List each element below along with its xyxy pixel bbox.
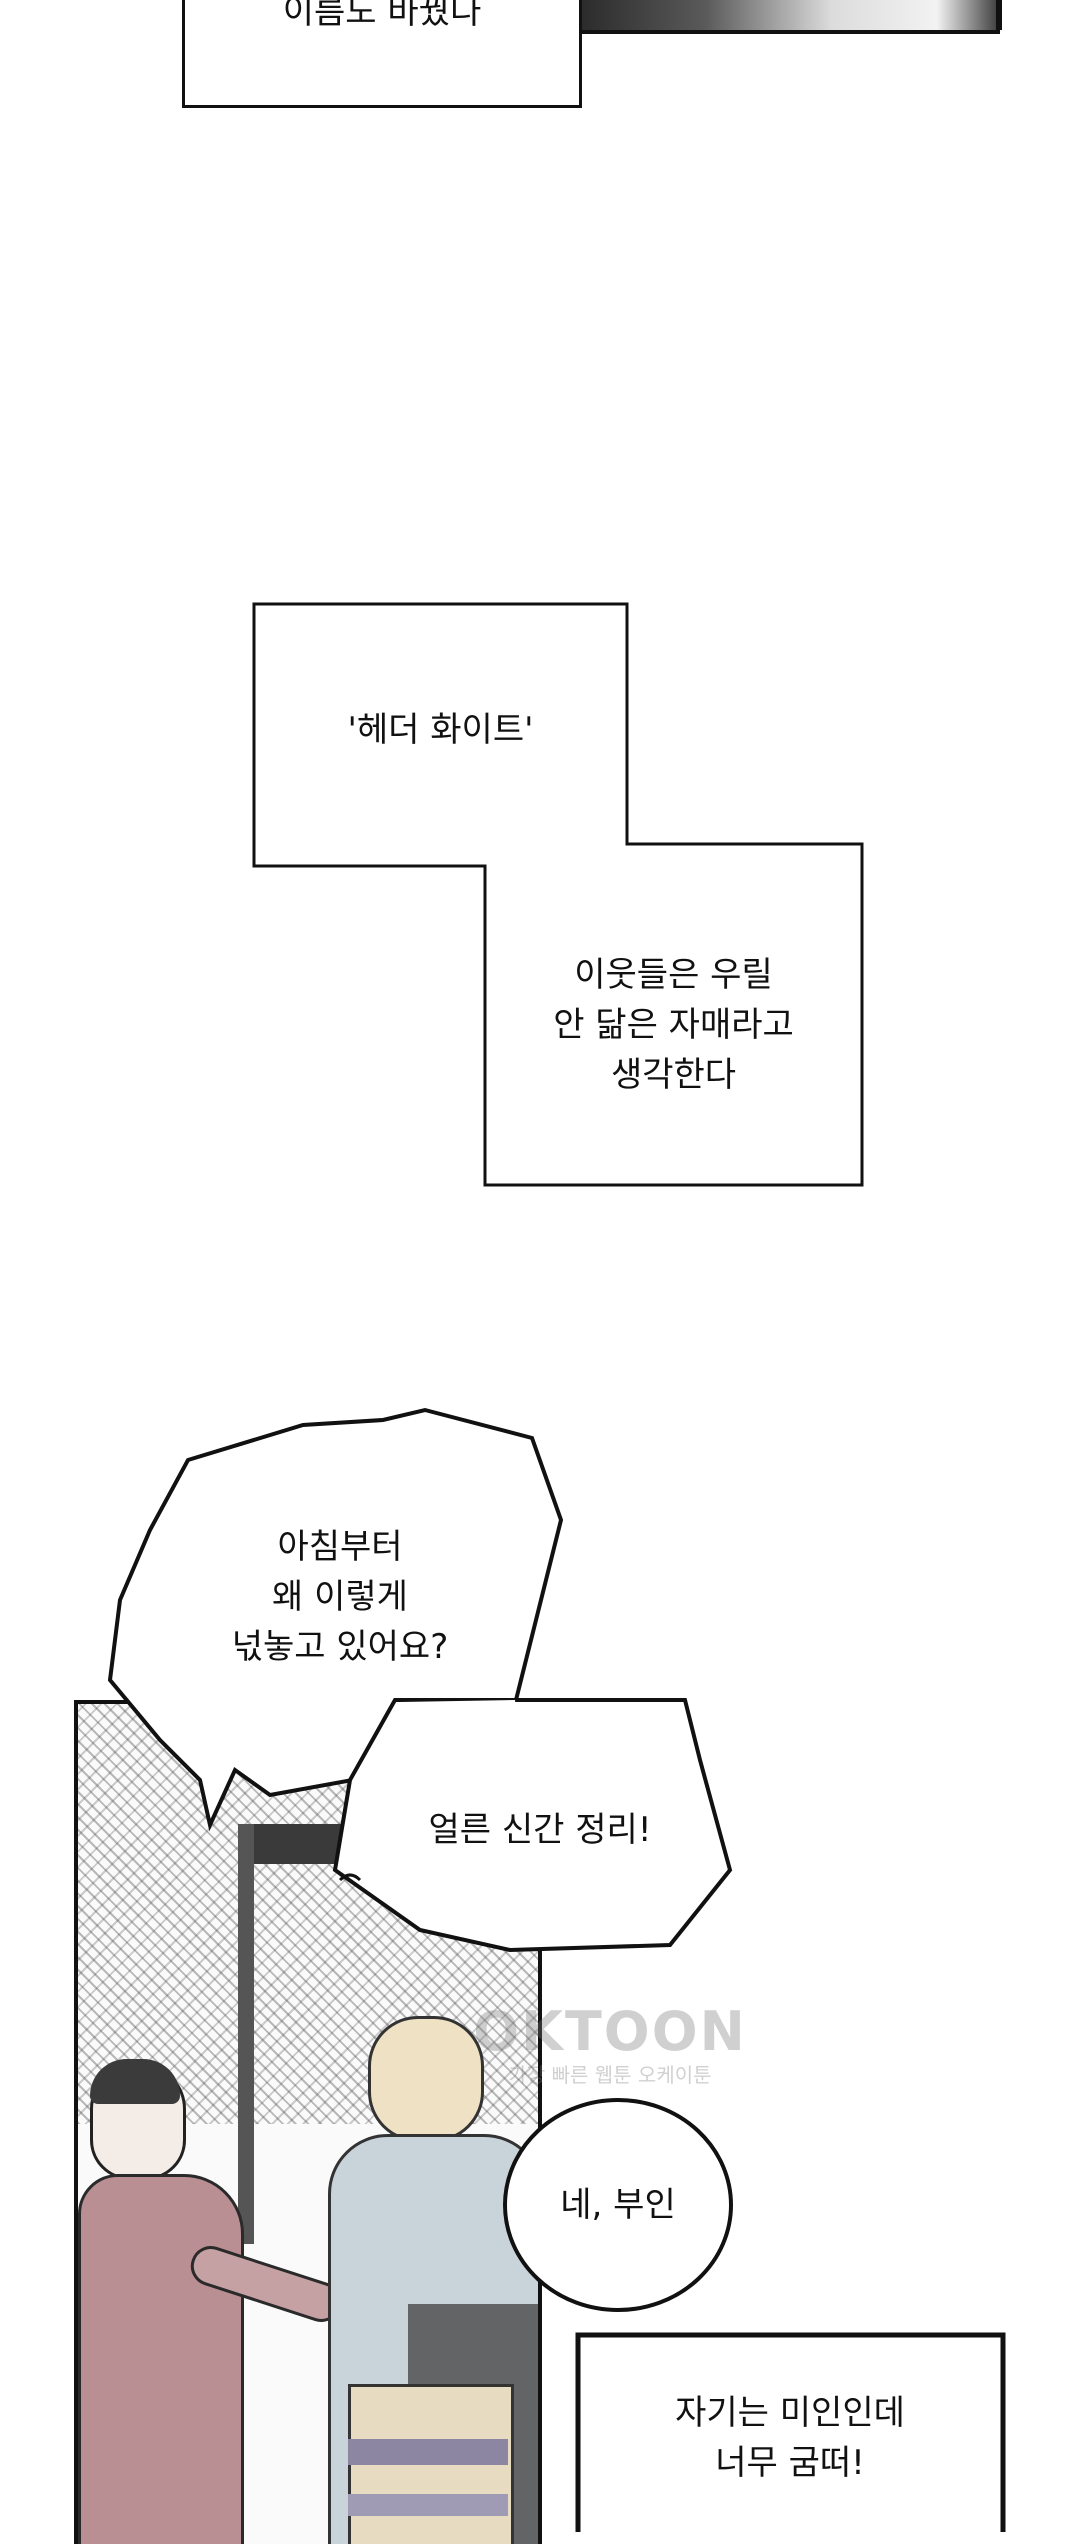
- book-spine-2: [348, 2494, 508, 2516]
- book-spine-1: [348, 2439, 508, 2465]
- top-art-strip: [580, 0, 1000, 34]
- surprise-mark: [338, 1873, 362, 1882]
- top-art-border-right: [996, 0, 1002, 30]
- watermark-tagline: 가장 빠른 웹툰 오케이툰: [508, 2063, 712, 2087]
- woman-hair: [90, 2059, 180, 2104]
- speech-bubble-3-text: 네, 부인: [560, 2185, 676, 2225]
- speech-bubble-2-text: 얼른 신간 정리!: [428, 1810, 652, 1850]
- caption-box-text: 자기는 미인인데 너무 굼떠!: [675, 2393, 905, 2483]
- maid-head: [368, 2016, 484, 2142]
- narration-text-2: 이웃들은 우릴 안 닮은 자매라고 생각한다: [553, 955, 794, 1095]
- top-caption-box: 이름도 바꿨다: [182, 0, 582, 108]
- speech-bubble-1-text: 아침부터 왜 이렇게 넋놓고 있어요?: [231, 1527, 449, 1667]
- doorframe-post: [238, 1824, 254, 2244]
- watermark: OKTOON 가장 빠른 웹툰 오케이툰: [460, 2000, 760, 2088]
- narration-box-outline: [252, 602, 864, 1187]
- watermark-logo: OKTOON: [473, 2000, 747, 2063]
- narration-text-1: '헤더 화이트': [347, 710, 534, 750]
- speech-bubble-3-shape: [503, 2098, 733, 2312]
- caption-box-shape: [575, 2332, 1006, 2532]
- top-panel: 이름도 바꿨다: [0, 0, 1080, 120]
- top-caption-text: 이름도 바꿨다: [282, 0, 482, 32]
- woman-dress: [78, 2174, 244, 2544]
